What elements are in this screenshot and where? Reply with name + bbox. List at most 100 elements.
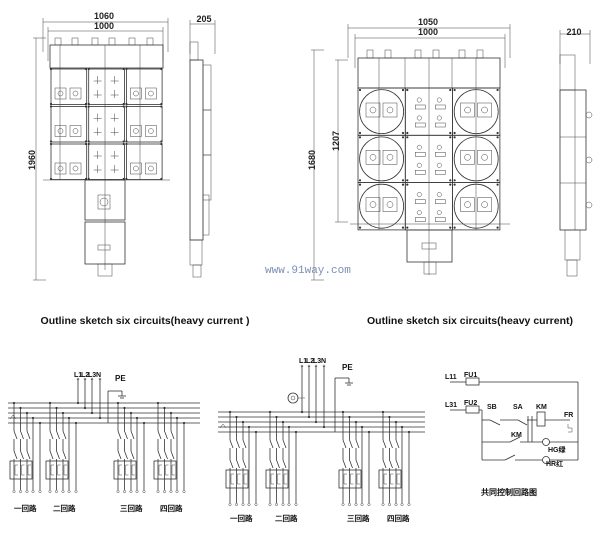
protection-box: [265, 469, 289, 489]
junction: [74, 421, 78, 425]
rcd-contact: [269, 459, 274, 469]
left-height: 1960: [27, 150, 37, 170]
relay-element: [343, 473, 347, 485]
bolt: [49, 102, 53, 106]
relay-element: [125, 464, 129, 476]
relay-element: [27, 464, 31, 476]
terminal: [76, 377, 80, 381]
side-lower: [564, 229, 581, 261]
bolt: [125, 105, 128, 108]
relay-element: [131, 464, 135, 476]
bolt: [49, 67, 53, 71]
socket: [460, 197, 475, 212]
junction: [90, 411, 94, 415]
sb-contact: [489, 419, 501, 426]
bolt: [453, 88, 456, 92]
indicator: [416, 115, 422, 121]
relay-element: [350, 473, 354, 485]
bolt: [87, 177, 90, 181]
bolt: [449, 88, 452, 92]
indicator: [436, 192, 442, 198]
protection-box: [9, 460, 33, 480]
terminal: [348, 503, 351, 506]
terminal: [61, 490, 65, 493]
l11-label: L11: [445, 374, 457, 381]
bolt: [453, 131, 456, 135]
junction: [341, 410, 345, 414]
junction: [38, 421, 42, 425]
enclosure-module: [357, 87, 406, 136]
side-cable-entry: [566, 259, 578, 277]
socket-pin: [369, 106, 377, 114]
breaker-contact: [236, 439, 240, 449]
rcd-contact: [164, 450, 168, 460]
terminal: [129, 490, 133, 493]
socket: [54, 162, 67, 175]
socket-pin: [464, 201, 471, 208]
socket: [69, 87, 82, 100]
breaker-contact: [157, 430, 162, 440]
switch-knob: [99, 197, 109, 207]
feed-label-n: N: [96, 372, 101, 379]
bolt: [122, 102, 125, 106]
bolt: [449, 136, 452, 139]
cable-gland: [91, 37, 99, 46]
relay-element: [243, 473, 247, 485]
rcd-contact: [117, 450, 122, 460]
socket-pin: [464, 154, 471, 161]
junction: [163, 406, 166, 410]
terminal: [275, 503, 278, 506]
bolt: [160, 105, 163, 108]
right-width-inner: 1000: [418, 27, 438, 37]
bolt: [401, 136, 405, 139]
terminal: [287, 503, 291, 506]
socket-pin: [148, 90, 154, 97]
sa-contact: [517, 419, 528, 426]
rcd-contact: [130, 450, 135, 460]
right-height: 1680: [307, 150, 317, 170]
socket-pin: [57, 128, 64, 134]
relay-element: [14, 464, 18, 476]
cable-gland: [476, 49, 484, 59]
feed-label-n: N: [321, 358, 326, 365]
cable-gland: [71, 37, 79, 46]
socket-pin: [133, 128, 139, 134]
socket: [69, 125, 82, 137]
terminal: [25, 490, 29, 493]
rcd-contact: [62, 450, 67, 460]
feed-label-l3: L3: [88, 372, 96, 379]
right-inner-height: 1207: [331, 131, 341, 151]
label-plate: [415, 170, 426, 175]
breaker-contact: [276, 439, 280, 449]
indicator: [436, 210, 442, 216]
bolt: [401, 131, 405, 135]
bolt: [449, 226, 452, 229]
breaker-contact: [20, 430, 24, 440]
bolt: [122, 67, 125, 71]
branch-label-3: 三回路: [120, 503, 143, 513]
breaker-contact: [117, 430, 122, 440]
bolt: [406, 131, 409, 135]
bolt: [84, 142, 88, 146]
junction: [314, 420, 318, 424]
bolt: [87, 142, 90, 146]
line-art: [8, 18, 593, 506]
label-plate: [415, 104, 426, 110]
relay-element: [356, 473, 360, 485]
bolt: [496, 88, 499, 92]
round-cover: [359, 183, 405, 229]
junction: [67, 416, 71, 420]
breaker-contact: [62, 430, 67, 440]
socket-pin: [464, 106, 471, 114]
terminal: [38, 490, 42, 493]
junction: [76, 401, 80, 405]
relay-element: [165, 464, 169, 476]
bolt: [358, 183, 362, 186]
terminal: [19, 490, 22, 493]
left-caption: Outline sketch six circuits(heavy curren…: [41, 315, 250, 327]
enclosure-module: [357, 134, 406, 184]
rcd-contact: [382, 459, 387, 469]
side-switch: [202, 194, 210, 236]
junction: [394, 420, 398, 424]
bolt: [122, 105, 125, 108]
